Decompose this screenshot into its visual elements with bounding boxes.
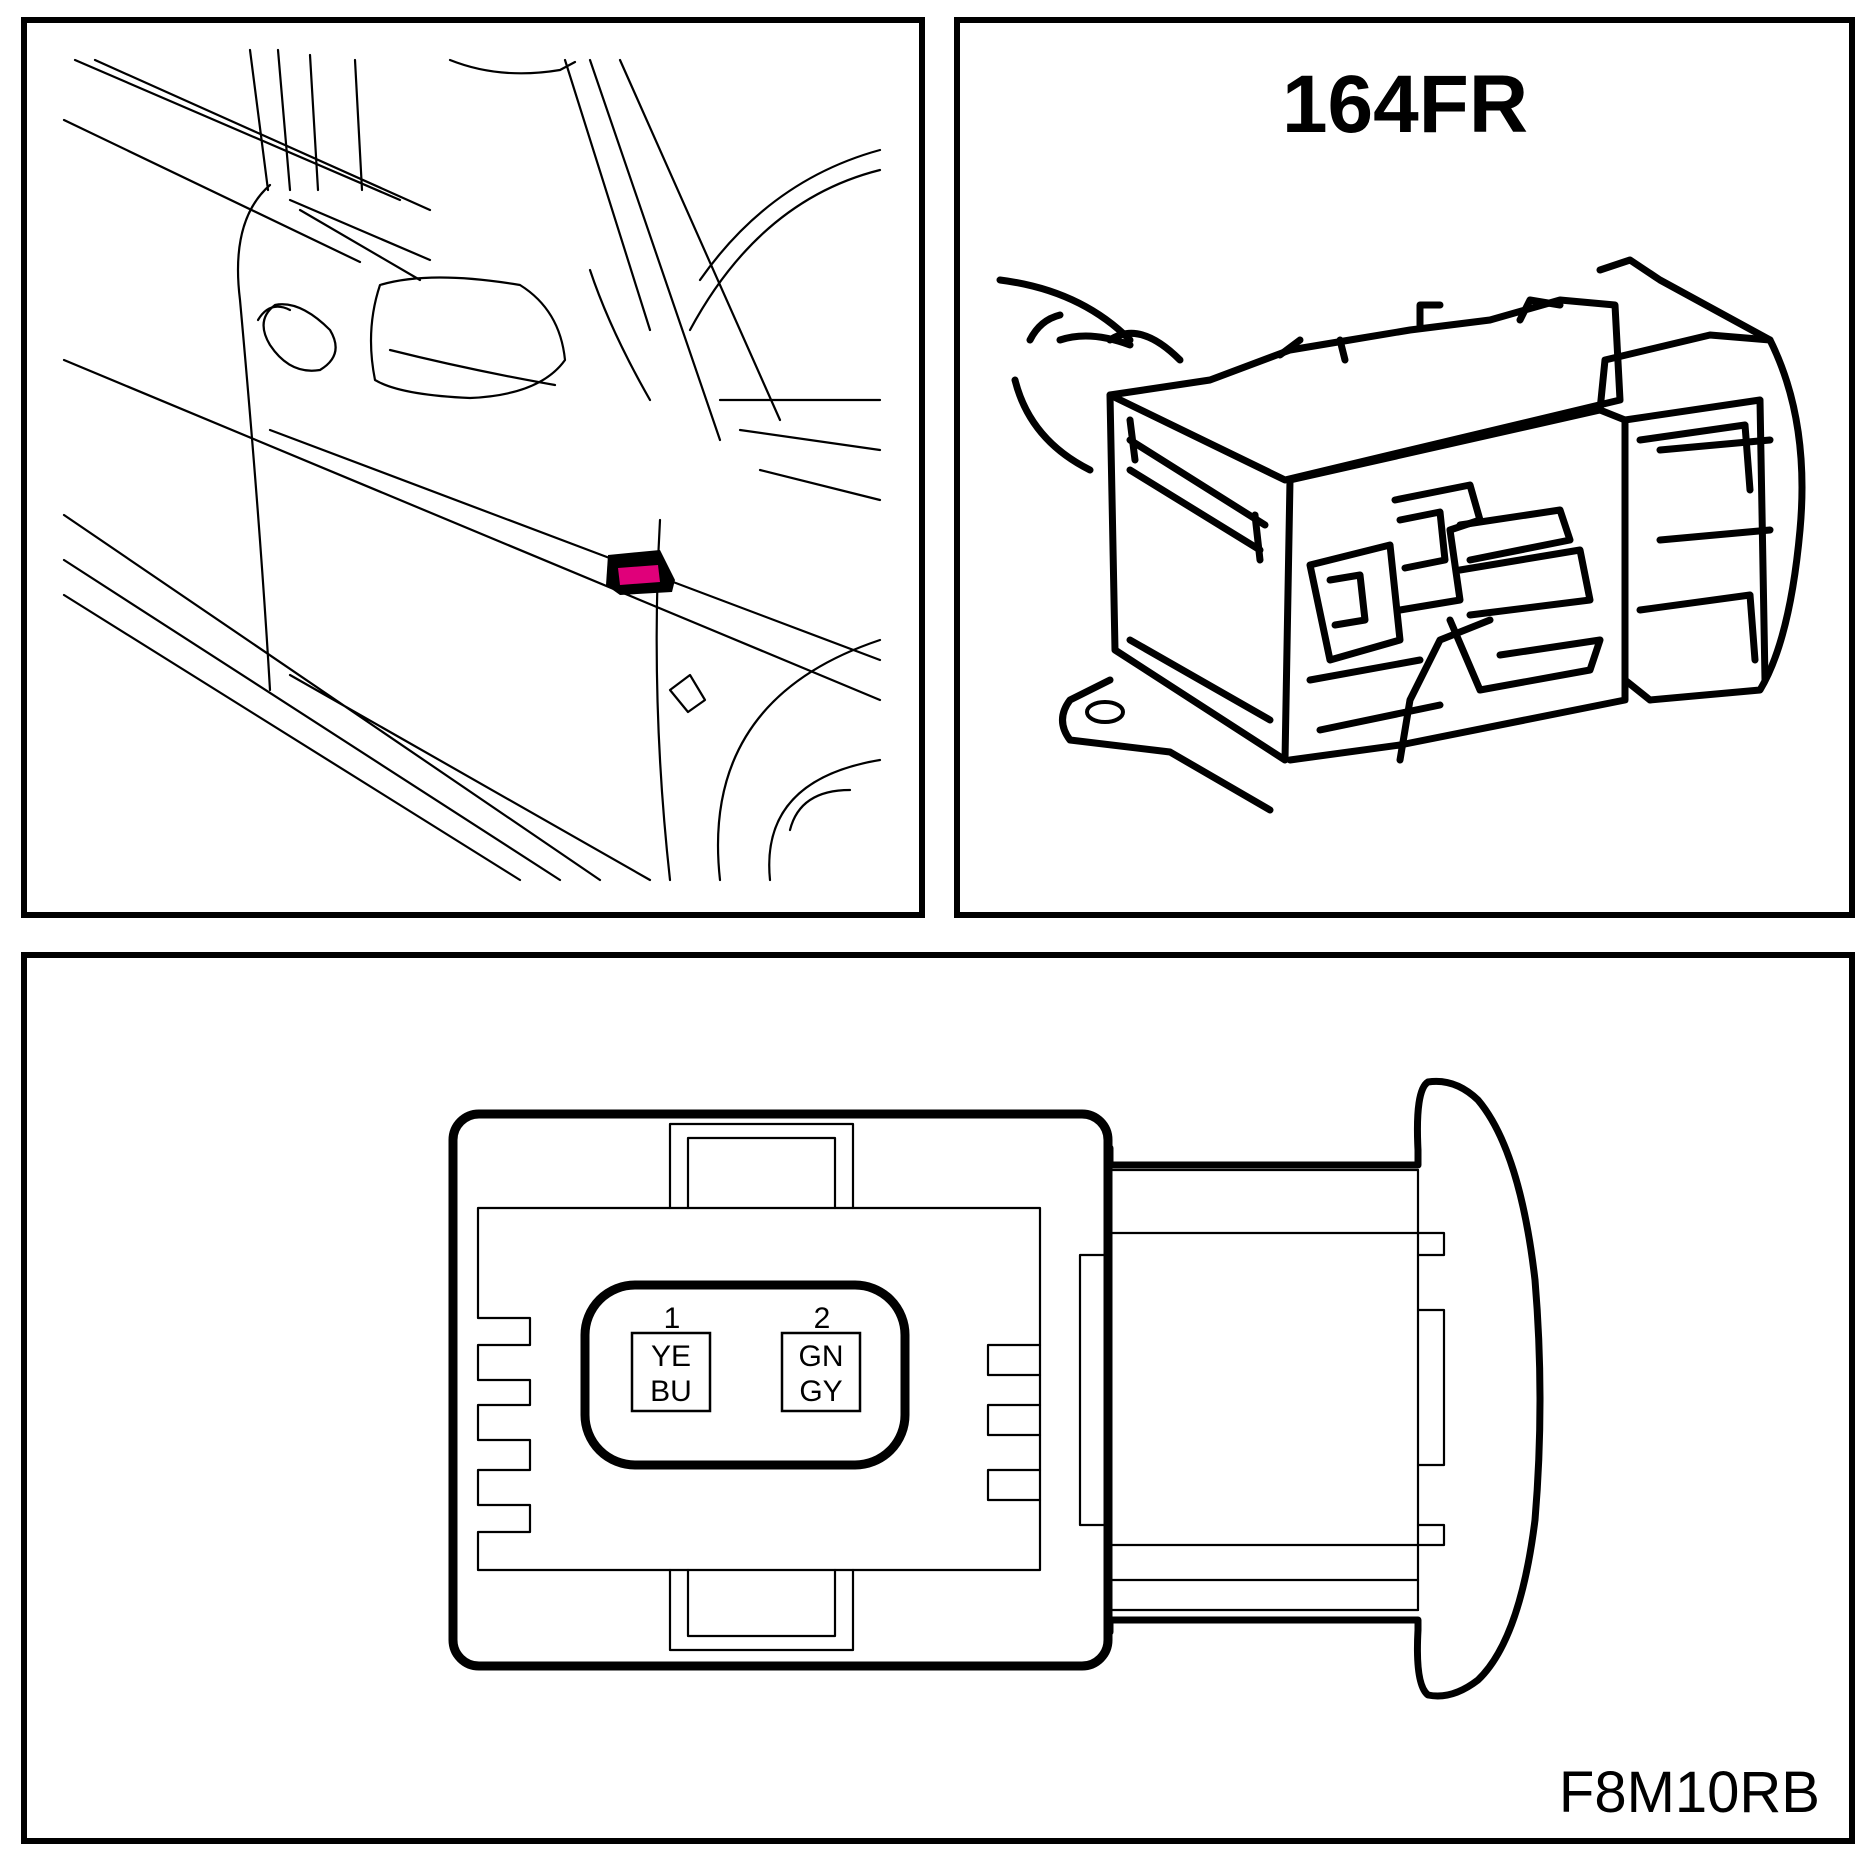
pin-1-number: 1 [664, 1302, 681, 1335]
pin-1-box [630, 1331, 712, 1413]
pin-1-color-2: BU [650, 1375, 692, 1408]
connector-face-panel: 1 YE BU 2 GN GY F8M10RB [21, 952, 1855, 1844]
pin-2-number: 2 [814, 1302, 831, 1335]
location-panel [21, 17, 925, 918]
connector-id-label: 164FR [1282, 59, 1528, 150]
pin-cavity [580, 1280, 910, 1470]
pin-2-box [780, 1331, 862, 1413]
pin-2: 2 GN GY [780, 1302, 862, 1413]
pin-1-color-1: YE [651, 1340, 691, 1373]
connector-location-marker [606, 550, 675, 595]
connector-latch [1078, 1077, 1544, 1700]
pin-2-color-1: GN [799, 1340, 844, 1373]
figure-code-label: F8M10RB [1559, 1760, 1820, 1825]
pin-2-color-2: GY [799, 1375, 842, 1408]
connector-photo-panel: 164FR [954, 17, 1855, 918]
vehicle-door-drawing [62, 48, 882, 882]
connector-panel-frame [954, 17, 1855, 918]
connector-perspective-drawing [996, 256, 1806, 814]
location-panel-frame [21, 17, 925, 918]
pin-1: 1 YE BU [630, 1302, 712, 1413]
connector-face-drawing: 1 YE BU 2 GN GY [448, 1077, 1544, 1700]
